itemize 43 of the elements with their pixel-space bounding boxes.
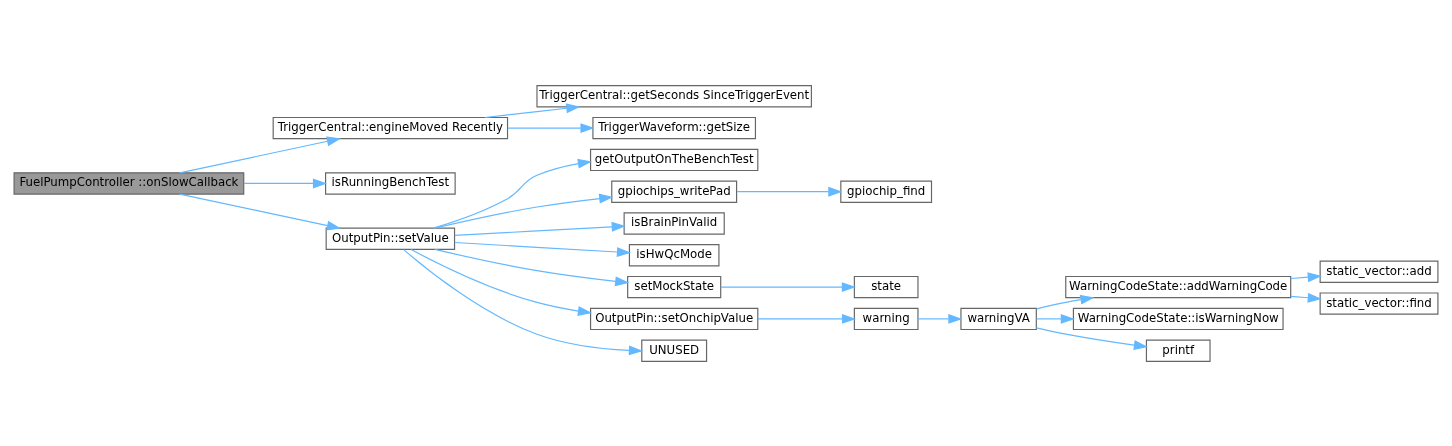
arrow: [179, 136, 341, 173]
node-box: isRunningBenchTest: [325, 171, 456, 195]
node-box: WarningCodeState::addWarningCode: [1065, 275, 1292, 298]
node-box: printf: [1145, 339, 1211, 362]
arrow: [1036, 294, 1095, 310]
arrow: [484, 102, 581, 118]
arrow: [736, 186, 843, 197]
arrow: [410, 248, 593, 316]
arrow: [1035, 326, 1148, 350]
node-box: gpiochip_find: [840, 180, 933, 203]
arrow: [454, 221, 626, 236]
node-box: UNUSED: [641, 339, 708, 362]
node-box: TriggerCentral::getSeconds SinceTriggerEvent: [536, 84, 812, 107]
arrow: [243, 178, 328, 188]
node-box: getOutputOnTheBenchTest: [590, 148, 759, 171]
node-box: TriggerWaveform::getSize: [592, 116, 757, 139]
arrow: [1290, 292, 1322, 303]
arrow: [917, 313, 963, 324]
arrow: [757, 313, 857, 324]
arrow: [432, 158, 592, 229]
arrow: [1290, 271, 1322, 282]
arrow: [720, 281, 856, 292]
node-box: WarningCodeState::isWarningNow: [1072, 307, 1284, 330]
arrow: [403, 248, 644, 355]
node-box: state: [853, 275, 919, 298]
arrow: [179, 193, 341, 230]
arrow: [434, 248, 630, 286]
node-box: isHwQcMode: [628, 243, 720, 266]
node-box: static_vector::add: [1319, 260, 1439, 283]
node-box: FuelPumpController ::onSlowCallback: [13, 171, 245, 195]
node-box: setMockState: [627, 275, 722, 298]
node-box: TriggerCentral::engineMoved Recently: [272, 116, 509, 139]
arrow: [434, 193, 614, 229]
node-box: isBrainPinValid: [623, 211, 725, 235]
node-box: warningVA: [960, 307, 1037, 330]
arrow: [507, 122, 595, 133]
node-box: OutputPin::setValue: [325, 227, 456, 250]
node-box: static_vector::find: [1319, 291, 1439, 315]
arrow: [1035, 313, 1075, 324]
node-box: OutputPin::setOnchipValue: [590, 307, 759, 330]
node-box: warning: [853, 307, 919, 330]
node-box: gpiochips_writePad: [611, 180, 738, 203]
arrow: [454, 241, 632, 257]
